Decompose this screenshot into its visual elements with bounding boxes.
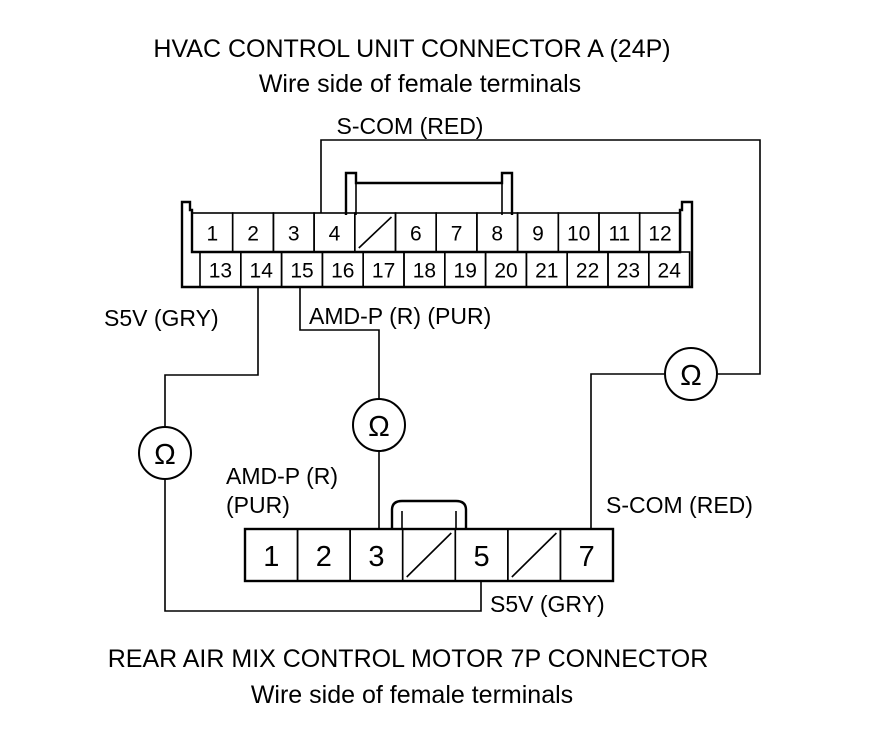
terminal-cell: 24 bbox=[647, 251, 691, 288]
empty-cavity bbox=[353, 212, 397, 253]
scom-label-bottom: S-COM (RED) bbox=[606, 492, 753, 518]
pin-number: 7 bbox=[579, 541, 595, 573]
terminal-cell: 3 bbox=[349, 528, 404, 582]
s5v-wire-lower bbox=[164, 479, 482, 612]
ohmmeter-scom: Ω bbox=[664, 347, 718, 401]
pin-number: 21 bbox=[535, 260, 558, 283]
terminal-cell: 16 bbox=[321, 251, 364, 288]
s5v-wire bbox=[164, 288, 259, 427]
pin-number: 23 bbox=[617, 260, 640, 283]
pin-number: 17 bbox=[372, 260, 395, 283]
terminal-cell: 22 bbox=[566, 251, 609, 288]
pin-number: 2 bbox=[247, 223, 259, 246]
motor-connector-7p: 1 2 3 5 7 bbox=[243, 499, 615, 583]
pin-number: 24 bbox=[658, 260, 682, 283]
s5v-label-bottom: S5V (GRY) bbox=[490, 591, 605, 617]
terminal-cell: 23 bbox=[607, 251, 650, 288]
terminal-cell: 2 bbox=[296, 528, 351, 582]
pin-number: 3 bbox=[368, 541, 384, 573]
pin-number: 18 bbox=[413, 260, 436, 283]
motor-connector-pins: 1 2 3 5 7 bbox=[244, 528, 614, 582]
pin-number: 19 bbox=[454, 260, 477, 283]
scom-wire bbox=[320, 139, 761, 375]
pin-number: 16 bbox=[331, 260, 354, 283]
terminal-cell: 17 bbox=[362, 251, 405, 288]
terminal-cell: 9 bbox=[516, 212, 560, 253]
terminal-cell: 10 bbox=[557, 212, 600, 253]
bottom-connector-subtitle: Wire side of female terminals bbox=[251, 681, 573, 709]
terminal-cell: 3 bbox=[272, 212, 315, 253]
pin-number: 1 bbox=[207, 223, 219, 246]
empty-cavity bbox=[507, 528, 562, 582]
terminal-cell: 20 bbox=[484, 251, 528, 288]
pin-number: 6 bbox=[410, 223, 422, 246]
terminal-cell: 7 bbox=[559, 528, 614, 582]
terminal-cell: 6 bbox=[394, 212, 438, 253]
pin-number: 7 bbox=[451, 223, 463, 246]
pin-number: 12 bbox=[648, 223, 671, 246]
ohmmeter-s5v: Ω bbox=[138, 426, 192, 480]
pin-number: 22 bbox=[576, 260, 599, 283]
s5v-label-top: S5V (GRY) bbox=[104, 305, 219, 331]
top-connector-title: HVAC CONTROL UNIT CONNECTOR A (24P) bbox=[153, 35, 670, 63]
pin-number: 5 bbox=[473, 541, 489, 573]
ohmmeter-amdp: Ω bbox=[352, 398, 406, 452]
terminal-cell: 11 bbox=[598, 212, 641, 253]
pin-number: 1 bbox=[263, 541, 279, 573]
terminal-cell: 5 bbox=[454, 528, 509, 582]
pin-number: 8 bbox=[491, 223, 503, 246]
terminal-cell: 13 bbox=[199, 251, 242, 288]
wires bbox=[164, 139, 761, 612]
bottom-connector-title: REAR AIR MIX CONTROL MOTOR 7P CONNECTOR bbox=[108, 645, 709, 673]
pin-number: 15 bbox=[290, 260, 313, 283]
pin-number: 13 bbox=[209, 260, 232, 283]
amdp-label-top: AMD-P (R) (PUR) bbox=[309, 303, 491, 329]
empty-cavity bbox=[401, 528, 457, 582]
terminal-cell: 1 bbox=[191, 212, 234, 253]
scom-label-top: S-COM (RED) bbox=[337, 113, 484, 139]
scom-wire-lower bbox=[590, 373, 664, 530]
pin-number: 3 bbox=[288, 223, 300, 246]
terminal-cell: 18 bbox=[403, 251, 446, 288]
ohm-icon: Ω bbox=[680, 360, 702, 392]
terminal-cell: 4 bbox=[313, 212, 356, 253]
terminal-cell: 1 bbox=[244, 528, 299, 582]
terminal-cell: 14 bbox=[240, 251, 283, 288]
terminal-cell: 8 bbox=[476, 212, 519, 253]
pin-number: 11 bbox=[608, 223, 630, 246]
top-connector-subtitle: Wire side of female terminals bbox=[259, 70, 581, 98]
terminal-cell: 15 bbox=[280, 251, 324, 288]
top-connector-row2: 13 14 15 16 17 18 19 20 21 22 23 24 bbox=[199, 251, 691, 288]
pin-number: 20 bbox=[494, 260, 517, 283]
pin-number: 2 bbox=[316, 541, 332, 573]
terminal-cell: 19 bbox=[443, 251, 487, 288]
terminal-cell: 2 bbox=[231, 212, 275, 253]
terminal-cell: 12 bbox=[638, 212, 682, 253]
pin-number: 10 bbox=[567, 223, 590, 246]
pin-number: 9 bbox=[532, 223, 544, 246]
terminal-cell: 21 bbox=[525, 251, 569, 288]
pin-number: 14 bbox=[250, 260, 274, 283]
ohm-icon: Ω bbox=[368, 411, 390, 443]
amdp-label-bottom-2: (PUR) bbox=[226, 492, 290, 518]
terminal-cell: 7 bbox=[435, 212, 478, 253]
ohm-icon: Ω bbox=[154, 439, 176, 471]
pin-number: 4 bbox=[329, 223, 341, 246]
amdp-wire bbox=[299, 288, 380, 399]
amdp-label-bottom-1: AMD-P (R) bbox=[226, 463, 338, 489]
